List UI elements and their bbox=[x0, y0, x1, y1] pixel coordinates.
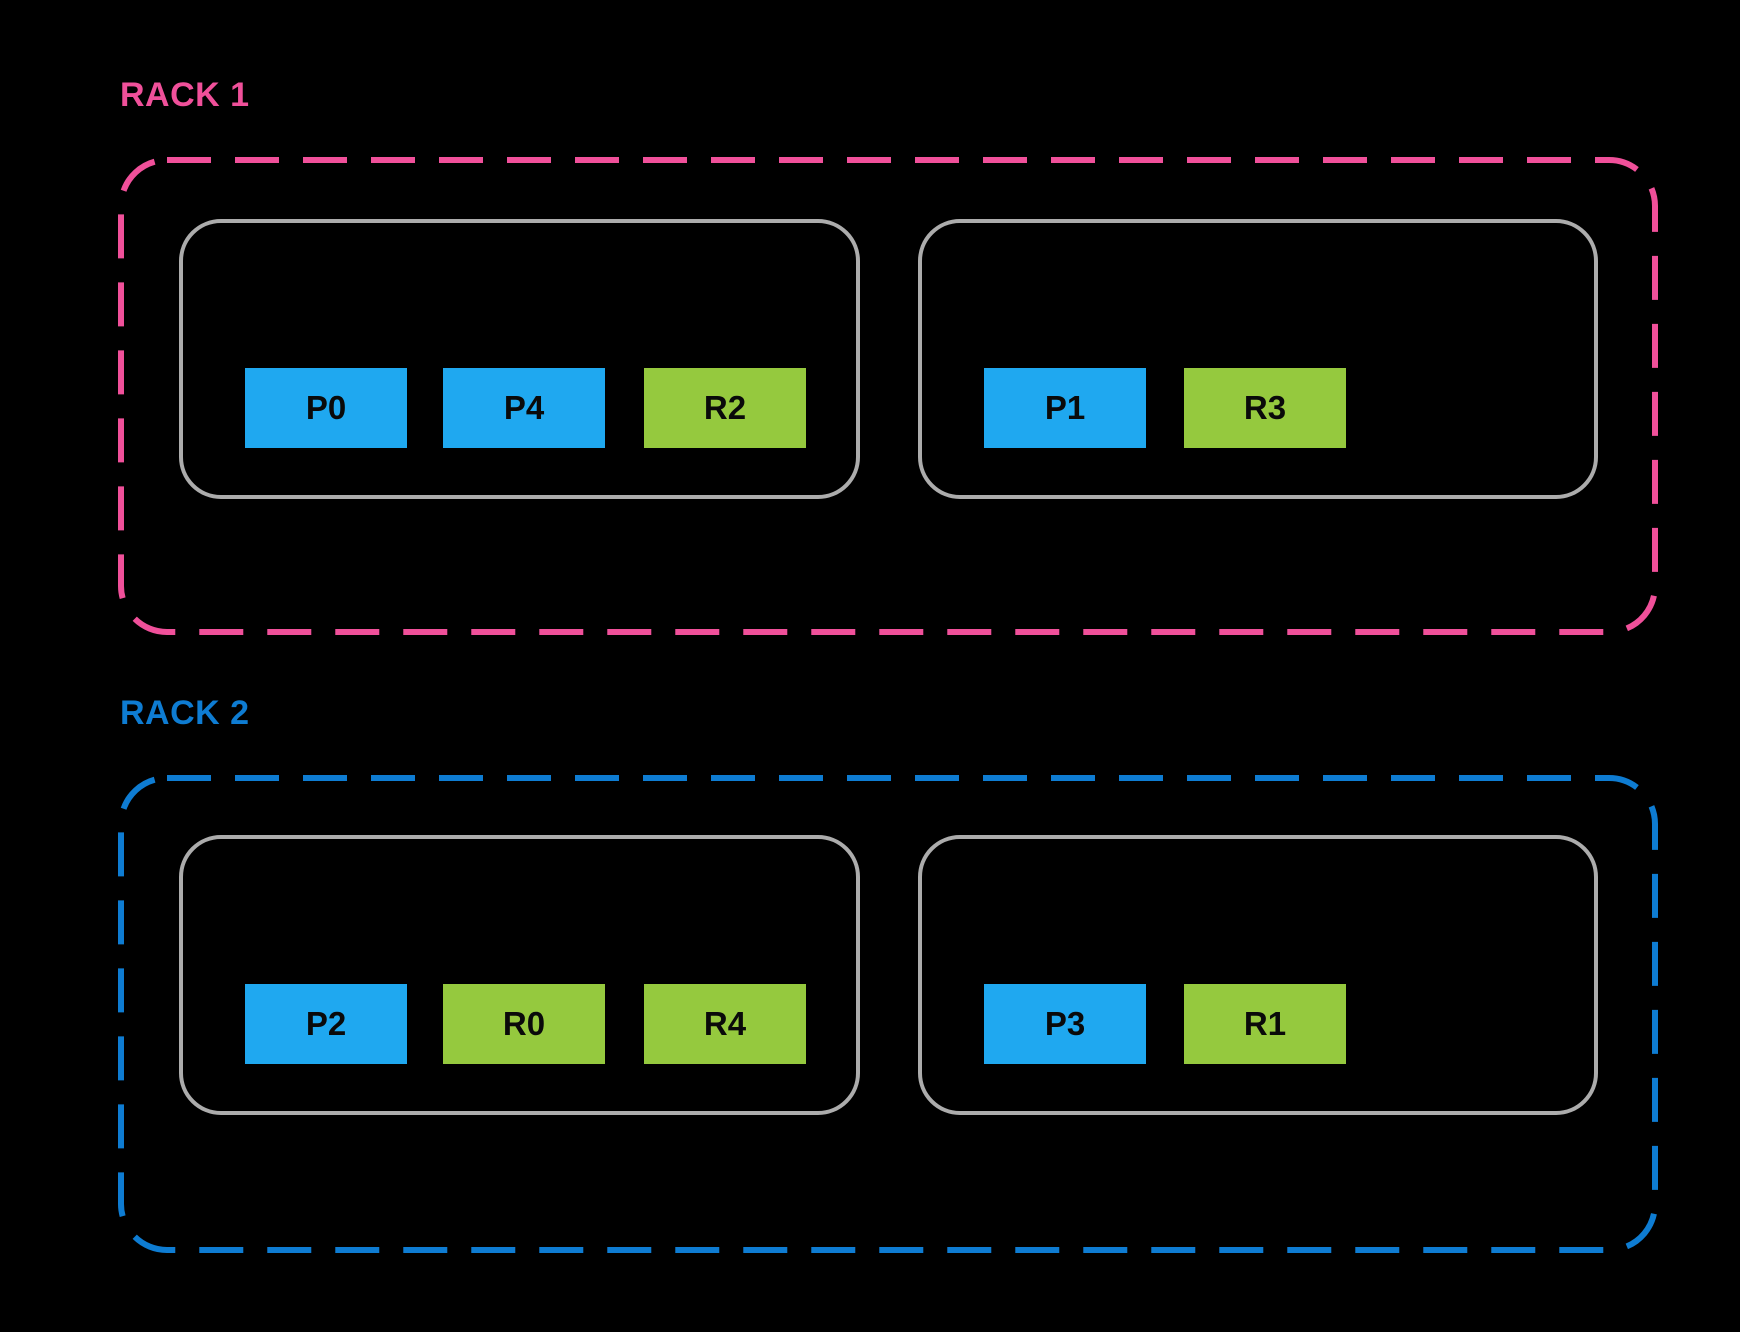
slot-p0: P0 bbox=[245, 368, 407, 448]
slot-r4: R4 bbox=[644, 984, 806, 1064]
slot-r1: R1 bbox=[1184, 984, 1346, 1064]
slot-p1: P1 bbox=[984, 368, 1146, 448]
slot-p2: P2 bbox=[245, 984, 407, 1064]
rack-1-dashed-border bbox=[118, 157, 1658, 635]
slot-r3: R3 bbox=[1184, 368, 1346, 448]
slot-p4: P4 bbox=[443, 368, 605, 448]
slot-r2: R2 bbox=[644, 368, 806, 448]
rack-1-host-2: P1 R3 bbox=[918, 219, 1598, 499]
slot-p3: P3 bbox=[984, 984, 1146, 1064]
rack-1-dashed-border-rect bbox=[118, 157, 1658, 635]
rack-2-dashed-border bbox=[118, 775, 1658, 1253]
rack-2-dashed-border-rect bbox=[118, 775, 1658, 1253]
rack-1-label: RACK 1 bbox=[120, 76, 250, 114]
slot-r0: R0 bbox=[443, 984, 605, 1064]
rack-2-host-1: P2 R0 R4 bbox=[179, 835, 860, 1115]
rack-2-host-2: P3 R1 bbox=[918, 835, 1598, 1115]
rack-2-label: RACK 2 bbox=[120, 694, 250, 732]
rack-1-host-1: P0 P4 R2 bbox=[179, 219, 860, 499]
